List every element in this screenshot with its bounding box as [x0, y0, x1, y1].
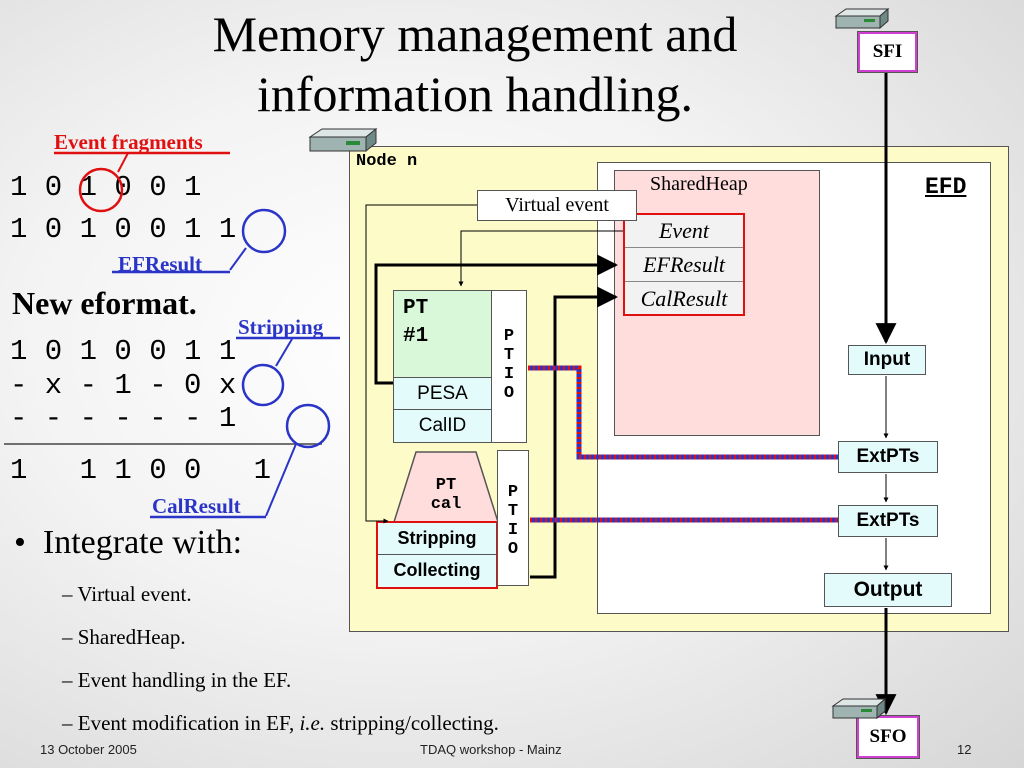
bits-row-2: 1 0 1 0 0 1 1: [10, 213, 237, 246]
bullet-item: • Integrate with:: [14, 524, 242, 562]
ptcal-line-2: cal: [430, 495, 462, 514]
calresult-circle: [285, 403, 331, 449]
footer-center: TDAQ workshop - Mainz: [420, 742, 562, 757]
page-number: 12: [957, 742, 972, 757]
sharedheap-label: SharedHeap: [650, 173, 748, 195]
ptio1-link-blue: [528, 365, 838, 460]
extpts-box-1: ExtPTs: [838, 441, 938, 473]
fragment-circle: [78, 167, 124, 213]
bullet-text: Integrate with:: [42, 524, 243, 561]
ptio-2-letter: T: [507, 502, 519, 521]
heap-items-frame: Event EFResult CalResult: [623, 213, 745, 316]
stripping-circle: [241, 363, 285, 407]
efresult-circle: [241, 208, 287, 254]
pt1-line-1: PT: [403, 297, 429, 320]
subitem-4-part-1: – Event modification in EF,: [62, 711, 300, 735]
event-fragments-label: Event fragments: [54, 130, 203, 154]
eformat-row-2: - x - 1 - 0 x: [10, 369, 237, 402]
subitem-3: – Event handling in the EF.: [62, 668, 292, 692]
sfi-box: SFI: [857, 31, 918, 73]
input-box: Input: [848, 345, 926, 375]
ptcal-line-1: PT: [435, 476, 457, 495]
ptio-2-letter: O: [507, 540, 519, 559]
ptio-2-letter: I: [507, 521, 519, 540]
ptio-2-letter: P: [507, 483, 519, 502]
footer-date: 13 October 2005: [40, 742, 137, 757]
virtual-event-box: Virtual event: [477, 190, 637, 221]
extpts-box-2: ExtPTs: [838, 505, 938, 537]
collecting-to-calresult-arrow: [530, 286, 619, 579]
heap-item-efresult: EFResult: [625, 248, 743, 282]
sfi-server-icon: [834, 7, 890, 30]
title-line-1: Memory management and: [212, 6, 738, 62]
slide-title: Memory management and information handli…: [130, 4, 820, 124]
ptio1-link-red: [528, 365, 838, 460]
stripping-box: Stripping: [378, 523, 496, 555]
pt1-line-2: #1: [403, 325, 429, 348]
subitem-4-ie: i.e.: [299, 711, 326, 735]
ptio-1-letter: P: [503, 327, 515, 346]
strip-collect-frame: Stripping Collecting: [376, 521, 498, 589]
subitem-4: – Event modification in EF, i.e. strippi…: [62, 711, 499, 736]
ptio-1-letter: O: [503, 384, 515, 403]
ptio-1-letter: T: [503, 346, 515, 365]
pt1-to-efresult-arrow: [374, 254, 619, 385]
calid-box: CalID: [393, 409, 492, 443]
title-line-2: information handling.: [256, 66, 694, 122]
new-eformat-heading: New eformat.: [12, 285, 197, 321]
ptcal-title: PT cal: [416, 476, 476, 514]
node-label: Node n: [356, 152, 418, 171]
pesa-box: PESA: [393, 377, 492, 410]
sfo-server-icon: [831, 697, 887, 720]
eformat-row-3: - - - - - - 1: [10, 402, 237, 435]
pt1-box: PT #1: [393, 290, 492, 378]
stripping-label: Stripping: [238, 315, 324, 339]
heap-item-event: Event: [625, 215, 743, 248]
subitem-4-part-2: stripping/collecting.: [325, 711, 499, 735]
heap-item-calresult: CalResult: [640, 286, 728, 311]
calresult-label: CalResult: [152, 494, 241, 518]
ptio-1-text: P T I O: [492, 291, 526, 403]
ptio-1: P T I O: [491, 290, 527, 443]
subitem-1: – Virtual event.: [62, 582, 192, 606]
collecting-box: Collecting: [393, 560, 481, 580]
subitem-2: – SharedHeap.: [62, 625, 186, 649]
ptio-2-text: P T I O: [498, 451, 528, 559]
ptio-2: P T I O: [497, 450, 529, 586]
left-annotations: [4, 151, 340, 519]
sfo-box: SFO: [856, 715, 920, 759]
result-row: 1 1 1 0 0 1: [10, 454, 272, 487]
pt1-title: PT #1: [394, 291, 491, 351]
event-to-pt1-line: [458, 230, 623, 287]
virtual-event-to-stripping-line: [365, 204, 477, 524]
ptio-1-letter: I: [503, 365, 515, 384]
eformat-row-1: 1 0 1 0 0 1 1: [10, 335, 237, 368]
node-server-icon: [308, 127, 378, 153]
output-box: Output: [824, 573, 952, 607]
efd-label: EFD: [925, 174, 967, 200]
bullet-dot: •: [14, 524, 43, 561]
